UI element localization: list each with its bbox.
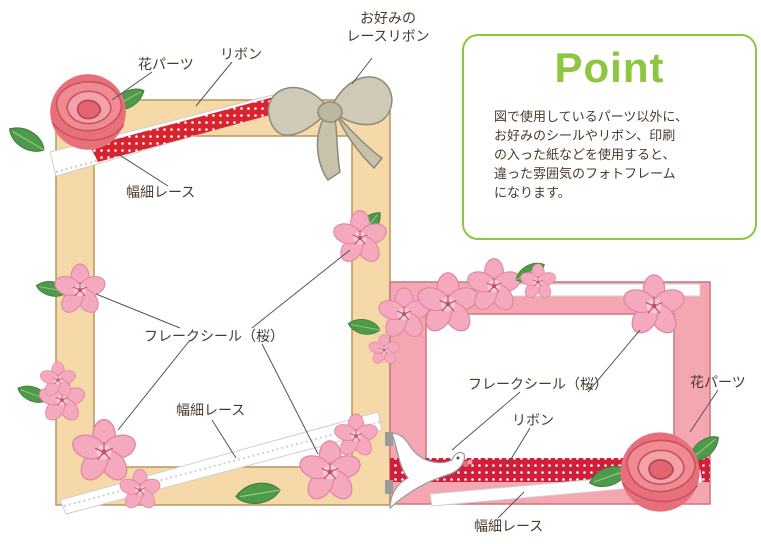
- point-line: お好みのシールやリボン、印刷: [494, 129, 676, 144]
- point-body: 図で使用しているパーツ以外に、 お好みのシールやリボン、印刷 の入った紙などを使…: [494, 108, 754, 203]
- dove: [389, 432, 473, 510]
- label-ribbon-left: リボン: [220, 47, 262, 63]
- hinge: [385, 480, 393, 494]
- left-ribbon: [90, 90, 310, 162]
- label-hana-parts-right: 花パーツ: [690, 375, 746, 391]
- label-lace-ribbon-line2: レースリボン: [346, 29, 430, 45]
- label-lace-ribbon-line1: お好みの: [360, 11, 416, 27]
- label-lace-right: 幅細レース: [474, 519, 544, 535]
- point-line: になります。: [494, 186, 571, 201]
- lace-bow: [267, 76, 393, 182]
- label-lace-top: 幅細レース: [126, 185, 196, 201]
- label-flake-right: フレークシール（桜）: [468, 377, 608, 393]
- point-line: の入った紙などを使用すると、: [494, 148, 676, 163]
- point-line: 図で使用しているパーツ以外に、: [494, 110, 688, 125]
- point-line: 違った雰囲気のフォトフレーム: [494, 167, 676, 182]
- label-ribbon-right: リボン: [512, 413, 554, 429]
- label-lace-ribbon: お好みの レースリボン: [340, 10, 436, 46]
- hinge: [385, 432, 393, 446]
- leader-lines: [95, 57, 719, 519]
- point-title: Point: [554, 44, 665, 91]
- point-box: Point 図で使用しているパーツ以外に、 お好みのシールやリボン、印刷 の入っ…: [462, 34, 757, 240]
- label-lace-bottom: 幅細レース: [176, 403, 246, 419]
- label-hana-parts-left: 花パーツ: [138, 57, 194, 73]
- label-flake-left: フレークシール（桜）: [144, 329, 284, 345]
